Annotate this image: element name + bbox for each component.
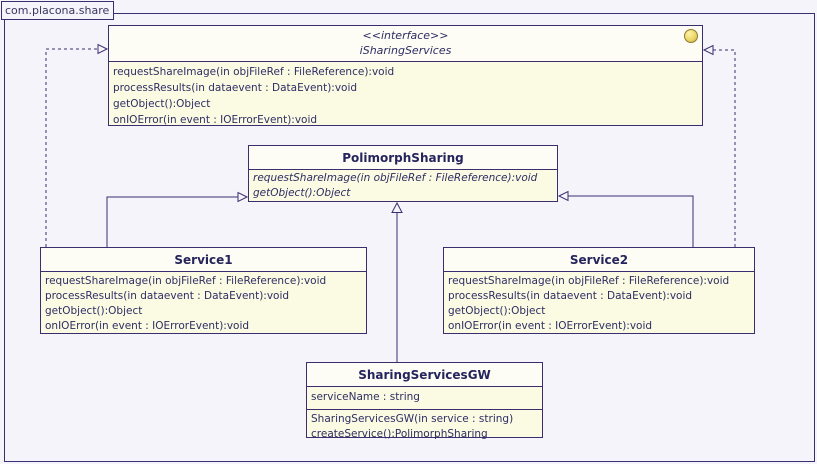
methods-compartment: requestShareImage(in objFileRef : FileRe…	[444, 272, 754, 334]
class-box-service1: Service1 requestShareImage(in objFileRef…	[40, 247, 367, 334]
class-header: PolimorphSharing	[249, 146, 557, 170]
method-row: onIOError(in event : IOErrorEvent):void	[45, 320, 250, 332]
stereotype-label: <<interface>>	[362, 29, 449, 42]
method-row: getObject():Object	[113, 98, 211, 110]
class-name: Service2	[569, 253, 629, 267]
methods-compartment: requestShareImage(in objFileRef : FileRe…	[41, 272, 366, 334]
class-header: <<interface>> iSharingServices	[109, 26, 702, 62]
realization-arrowhead-icon	[702, 44, 714, 56]
method-row: onIOError(in event : IOErrorEvent):void	[113, 114, 318, 126]
generalization-gateway-polimorph	[391, 201, 403, 362]
class-header: SharingServicesGW	[307, 363, 542, 387]
realization-service2-interface	[702, 44, 736, 247]
class-header: Service2	[444, 248, 754, 272]
method-row: processResults(in dataevent : DataEvent)…	[448, 290, 693, 302]
method-row: getObject():Object	[448, 305, 546, 317]
package-tab: com.placona.share	[1, 1, 114, 20]
class-name: SharingServicesGW	[358, 368, 491, 382]
realization-service1-interface	[45, 43, 109, 247]
method-row: createService():PolimorphSharing	[311, 428, 488, 440]
method-row: requestShareImage(in objFileRef : FileRe…	[45, 275, 327, 287]
class-name: Service1	[174, 253, 233, 267]
method-row: getObject():Object	[45, 305, 143, 317]
interface-ball-icon	[684, 29, 698, 43]
generalization-arrowhead-icon	[557, 190, 569, 202]
class-box-polimorphsharing: PolimorphSharing requestShareImage(in ob…	[248, 145, 558, 202]
method-row: processResults(in dataevent : DataEvent)…	[45, 290, 290, 302]
attribute-row: serviceName : string	[311, 391, 420, 403]
method-row: getObject():Object	[253, 187, 351, 199]
method-row: SharingServicesGW(in service : string)	[311, 413, 514, 425]
methods-compartment: requestShareImage(in objFileRef : FileRe…	[249, 170, 557, 201]
class-name: iSharingServices	[359, 44, 452, 57]
class-box-sharingservicesgw: SharingServicesGW serviceName : string S…	[306, 362, 543, 440]
class-box-isharingservices: <<interface>> iSharingServices requestSh…	[108, 25, 703, 126]
method-row: processResults(in dataevent : DataEvent)…	[113, 82, 358, 94]
generalization-arrowhead-icon	[391, 201, 403, 213]
class-box-service2: Service2 requestShareImage(in objFileRef…	[443, 247, 755, 334]
generalization-service1-polimorph	[106, 191, 249, 247]
method-row: requestShareImage(in objFileRef : FileRe…	[253, 172, 538, 184]
class-name: PolimorphSharing	[342, 151, 464, 165]
class-header: Service1	[41, 248, 366, 272]
package-name-label: com.placona.share	[5, 4, 110, 17]
package-frame	[4, 13, 815, 462]
method-row: onIOError(in event : IOErrorEvent):void	[448, 320, 653, 332]
generalization-arrowhead-icon	[237, 191, 249, 203]
methods-compartment: requestShareImage(in objFileRef : FileRe…	[109, 62, 702, 128]
method-row: requestShareImage(in objFileRef : FileRe…	[448, 275, 730, 287]
attributes-compartment: serviceName : string	[307, 387, 542, 409]
methods-compartment: SharingServicesGW(in service : string) c…	[307, 409, 542, 442]
method-row: requestShareImage(in objFileRef : FileRe…	[113, 66, 395, 78]
generalization-service2-polimorph	[557, 190, 694, 247]
realization-arrowhead-icon	[97, 43, 109, 55]
